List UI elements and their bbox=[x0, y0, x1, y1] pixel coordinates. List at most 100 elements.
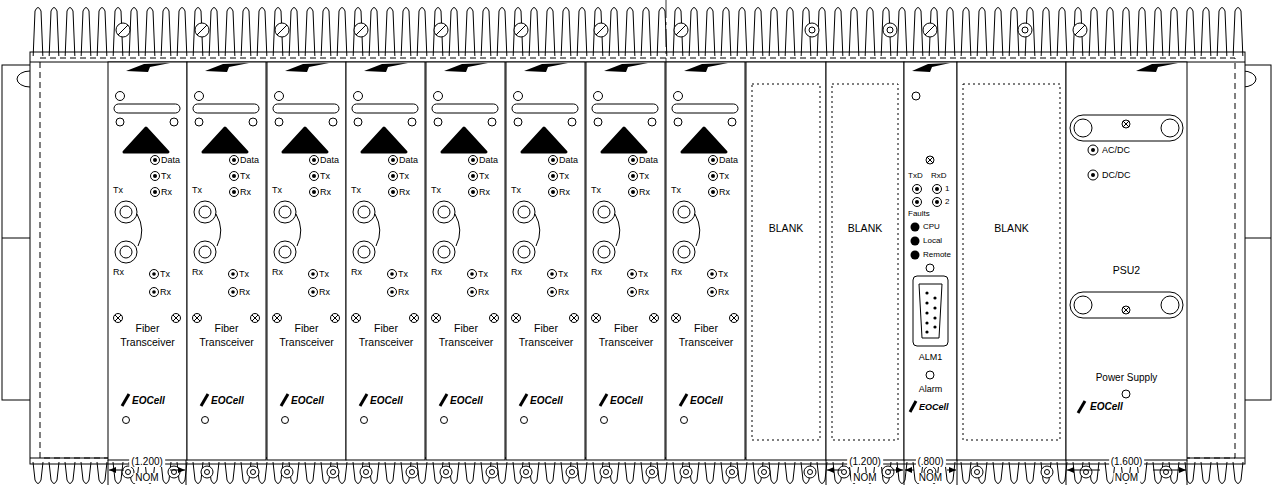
panel-label: Rx bbox=[718, 287, 729, 297]
panel-label: Rx bbox=[113, 267, 124, 277]
panel-label: Rx bbox=[161, 187, 172, 197]
panel-label: Fiber Transceiver bbox=[354, 322, 418, 349]
panel-label: Tx bbox=[719, 171, 729, 181]
panel-label: EOCell bbox=[211, 395, 244, 407]
panel-label: Tx bbox=[511, 185, 521, 195]
panel-label: Rx bbox=[192, 267, 203, 277]
panel-label: Tx bbox=[351, 185, 361, 195]
panel-label: Tx bbox=[431, 185, 441, 195]
power-supply-card: AC/DCDC/DCPSU2Power SupplyEOCell bbox=[1066, 62, 1187, 460]
panel-label: Alarm bbox=[919, 384, 943, 394]
panel-label: EOCell bbox=[530, 395, 563, 407]
panel-label: BLANK bbox=[994, 222, 1028, 234]
fiber-transceiver-card: DataTxRxTxRxTxRxFiber TransceiverEOCell bbox=[346, 62, 426, 460]
panel-label: Rx bbox=[351, 267, 362, 277]
panel-label: Rx bbox=[478, 287, 489, 297]
panel-label: DC/DC bbox=[1102, 170, 1131, 180]
blank-panel: BLANK bbox=[957, 62, 1066, 460]
panel-label: BLANK bbox=[848, 222, 882, 234]
panel-label: Fiber Transceiver bbox=[195, 322, 259, 349]
blank-panel: BLANK bbox=[746, 62, 826, 460]
fiber-transceiver-card: DataTxRxTxRxTxRxFiber TransceiverEOCell bbox=[586, 62, 666, 460]
panel-label: Tx bbox=[718, 269, 728, 279]
dimension-label: (.800) bbox=[915, 457, 945, 467]
panel-label: Tx bbox=[319, 269, 329, 279]
panel-label: Rx bbox=[399, 187, 410, 197]
panel-label: Tx bbox=[639, 171, 649, 181]
panel-label: BLANK bbox=[769, 222, 803, 234]
panel-label: Tx bbox=[160, 269, 170, 279]
panel-label: Tx bbox=[239, 269, 249, 279]
panel-label: Local bbox=[923, 236, 942, 245]
dimension-label: NOM bbox=[917, 473, 944, 483]
panel-label: Tx bbox=[399, 171, 409, 181]
panel-label: Tx bbox=[591, 185, 601, 195]
panel-label: Fiber Transceiver bbox=[434, 322, 498, 349]
panel-label: Tx bbox=[240, 171, 250, 181]
panel-label: Tx bbox=[398, 269, 408, 279]
alarm-card: TxDRxD12FaultsCPULocalRemoteALM1AlarmEOC… bbox=[904, 62, 957, 460]
panel-label: Rx bbox=[639, 187, 650, 197]
dimension-label: (1.200) bbox=[129, 457, 165, 467]
panel-label: Rx bbox=[320, 187, 331, 197]
panel-label: Tx bbox=[559, 171, 569, 181]
panel-label: Tx bbox=[272, 185, 282, 195]
panel-label: Tx bbox=[161, 171, 171, 181]
panel-label: Rx bbox=[239, 287, 250, 297]
panel-label: Faults bbox=[908, 209, 930, 218]
panel-label: Data bbox=[240, 155, 259, 165]
panel-label: Data bbox=[161, 155, 180, 165]
panel-label: Data bbox=[719, 155, 738, 165]
panel-label: TxD bbox=[908, 171, 923, 180]
panel-label: Rx bbox=[240, 187, 251, 197]
panel-label: Data bbox=[399, 155, 418, 165]
dimension-label: NOM bbox=[133, 473, 160, 483]
panel-label: Rx bbox=[319, 287, 330, 297]
panel-label: Fiber Transceiver bbox=[116, 322, 180, 349]
panel-label: Tx bbox=[558, 269, 568, 279]
panel-label: EOCell bbox=[919, 402, 949, 412]
panel-label: Data bbox=[320, 155, 339, 165]
panel-label: Fiber Transceiver bbox=[514, 322, 578, 349]
panel-label: 1 bbox=[945, 184, 949, 193]
panel-label: Rx bbox=[272, 267, 283, 277]
fiber-transceiver-card: DataTxRxTxRxTxRxFiber TransceiverEOCell bbox=[426, 62, 506, 460]
panel-label: RxD bbox=[931, 171, 947, 180]
panel-label: Tx bbox=[192, 185, 202, 195]
dimension-label: NOM bbox=[851, 473, 878, 483]
panel-label: Rx bbox=[591, 267, 602, 277]
panel-label: ALM1 bbox=[919, 352, 943, 362]
panel-label: Tx bbox=[478, 269, 488, 279]
fiber-transceiver-card: DataTxRxTxRxTxRxFiber TransceiverEOCell bbox=[108, 62, 187, 460]
panel-label: Remote bbox=[923, 250, 951, 259]
dimension-label: (1.600) bbox=[1109, 457, 1145, 467]
panel-label: EOCell bbox=[610, 395, 643, 407]
panel-label: Rx bbox=[558, 287, 569, 297]
panel-label: Tx bbox=[113, 185, 123, 195]
panel-label: Tx bbox=[671, 185, 681, 195]
fiber-transceiver-card: DataTxRxTxRxTxRxFiber TransceiverEOCell bbox=[187, 62, 266, 460]
panel-label: Fiber Transceiver bbox=[594, 322, 658, 349]
blank-panel: BLANK bbox=[826, 62, 904, 460]
panel-label: Data bbox=[479, 155, 498, 165]
panel-label: EOCell bbox=[291, 395, 324, 407]
panel-label: Rx bbox=[638, 287, 649, 297]
panel-label: PSU2 bbox=[1113, 264, 1140, 276]
panel-label: 2 bbox=[945, 197, 949, 206]
panel-label: EOCell bbox=[370, 395, 403, 407]
panel-label: EOCell bbox=[450, 395, 483, 407]
panel-label: Rx bbox=[511, 267, 522, 277]
panel-label: Tx bbox=[638, 269, 648, 279]
panel-label: Fiber Transceiver bbox=[674, 322, 738, 349]
panel-label: EOCell bbox=[690, 395, 723, 407]
fiber-transceiver-card: DataTxRxTxRxTxRxFiber TransceiverEOCell bbox=[506, 62, 586, 460]
panel-label: Rx bbox=[479, 187, 490, 197]
panel-label: EOCell bbox=[1090, 401, 1123, 413]
panel-label: Rx bbox=[160, 287, 171, 297]
panel-label: Power Supply bbox=[1096, 372, 1158, 384]
panel-label: Tx bbox=[320, 171, 330, 181]
panel-label: Data bbox=[559, 155, 578, 165]
